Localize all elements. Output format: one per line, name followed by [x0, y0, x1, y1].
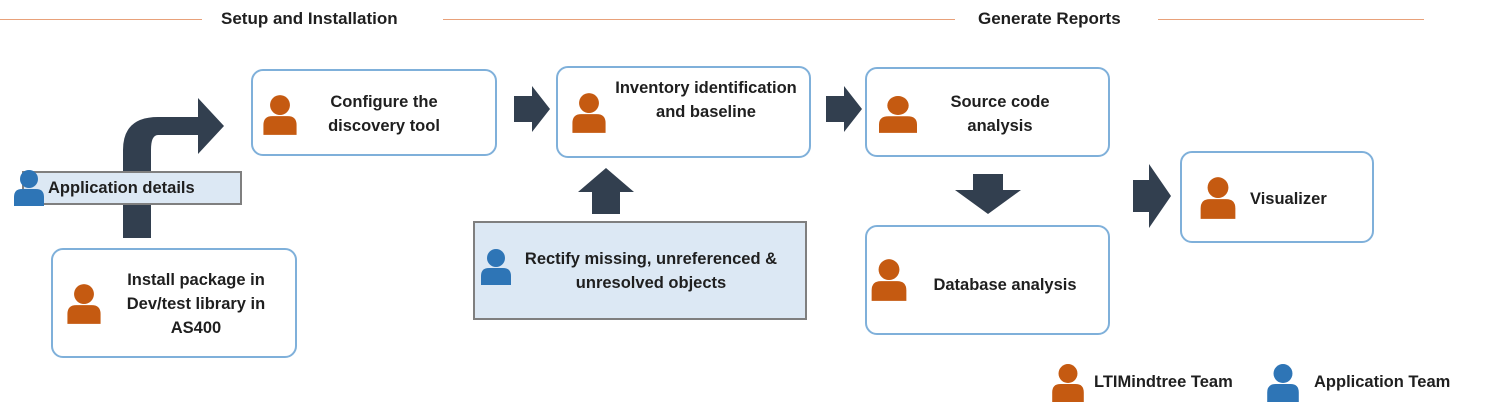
down-arrow: [955, 174, 1021, 214]
header-line-left: [0, 19, 202, 20]
person-icon: [571, 92, 607, 139]
legend-ltimindtree-icon: [1051, 363, 1085, 408]
person-icon: [13, 169, 45, 212]
person-icon: [879, 96, 917, 139]
person-icon: [262, 94, 298, 141]
header-line-right: [1158, 19, 1424, 20]
database-label: Database analysis: [933, 276, 1077, 294]
right-arrow: [514, 86, 550, 132]
legend-application-icon: [1266, 363, 1300, 408]
person-icon: [870, 258, 908, 307]
person-icon: [480, 248, 512, 291]
section-title-setup: Setup and Installation: [221, 9, 398, 28]
right-arrow: [826, 86, 862, 132]
inventory-box: [556, 66, 811, 158]
up-arrow: [578, 168, 634, 214]
application-details-label: Application details: [48, 179, 195, 197]
legend-application-label: Application Team: [1314, 373, 1451, 391]
source-code-box: [865, 67, 1110, 157]
install-package-label: Install package in Dev/test library in A…: [126, 271, 266, 337]
source-code-label: Source code analysis: [950, 93, 1050, 135]
rectify-label: Rectify missing, unreferenced & unresolv…: [524, 250, 778, 292]
right-arrow: [1133, 164, 1171, 228]
visualizer-box: [1180, 151, 1374, 243]
configure-tool-label: Configure the discovery tool: [328, 93, 440, 135]
application-details-box: [22, 171, 242, 205]
rectify-box: [473, 221, 807, 320]
legend-ltimindtree-label: LTIMindtree Team: [1094, 373, 1233, 391]
person-icon: [66, 283, 102, 330]
header-line-middle: [443, 19, 955, 20]
section-title-reports: Generate Reports: [978, 9, 1121, 28]
configure-tool-box: [251, 69, 497, 156]
install-package-box: [51, 248, 297, 358]
person-icon: [1199, 176, 1237, 225]
database-box: [865, 225, 1110, 335]
inventory-label: Inventory identification and baseline: [615, 79, 797, 121]
visualizer-label: Visualizer: [1250, 190, 1327, 208]
